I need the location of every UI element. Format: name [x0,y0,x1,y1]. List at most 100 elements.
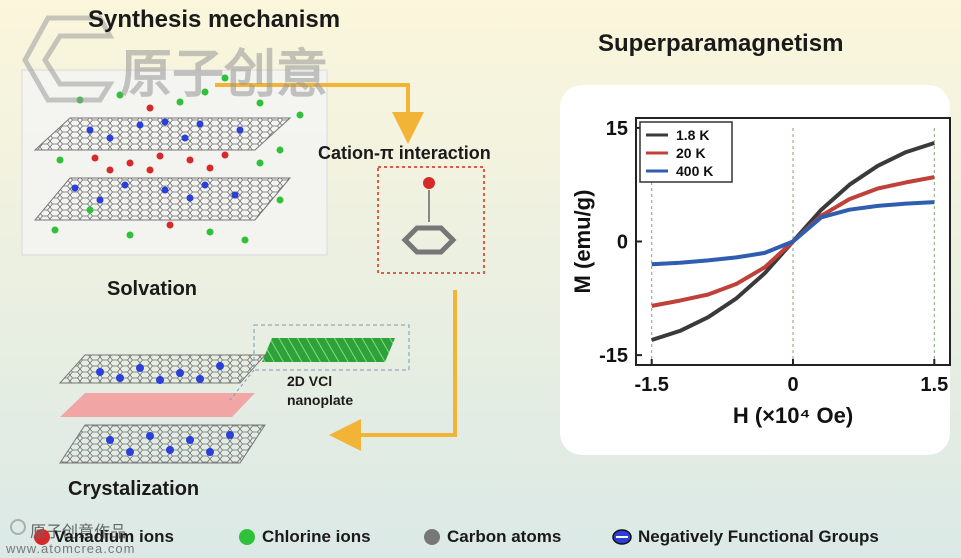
graphene-sheet-top [33,117,292,151]
ion-particle [136,121,144,129]
crystalization-illustration [58,354,267,464]
legend-label-carbon: Carbon atoms [447,527,562,546]
ion-particle [276,146,284,154]
ion-particle [126,159,134,167]
nanoplate-label-line2: nanoplate [287,392,354,408]
functional-group-particle [106,436,114,444]
ion-particle [206,164,214,172]
ion-particle [221,74,229,82]
synthesis-title: Synthesis mechanism [88,6,341,33]
legend-label-chlorine: Chlorine ions [262,527,371,546]
ion-particle [181,134,189,142]
functional-group-particle [166,446,174,454]
ion-particle [121,181,129,189]
ion-particle [276,196,284,204]
ion-particle [126,231,134,239]
ion-particle [176,98,184,106]
vanadium-ion [423,177,435,189]
logo-icon [22,15,115,103]
x-axis-label: H (×10⁴ Oe) [733,403,853,428]
ion-particle [106,166,114,174]
watermark-url: www.atomcrea.com [6,541,136,556]
benzene-ring [401,225,457,255]
functional-group-particle [176,369,184,377]
legend-label-functional-groups: Negatively Functional Groups [638,527,879,546]
legend-icon [34,529,50,545]
functional-group-particle [186,436,194,444]
superparamagnetism-title: Superparamagnetism [598,30,844,57]
ion-particle [241,236,249,244]
functional-group-particle [116,374,124,382]
ion-particle [116,91,124,99]
x-tick-label: 0 [787,374,798,396]
ion-particle [86,126,94,134]
ion-particle [221,151,229,159]
ion-particle [146,166,154,174]
ion-particle [256,99,264,107]
ion-particle [236,126,244,134]
cation-pi-label: Cation-π interaction [318,143,491,163]
legend-label-vanadium: Vanadium ions [54,527,174,546]
functional-group-particle [196,375,204,383]
arrow-to-cation-pi [215,83,424,144]
ion-particle [71,184,79,192]
functional-group-particle [226,431,234,439]
legend-entry: 20 K [676,145,706,161]
watermark-footer-text: 原子创意作品 [30,524,127,541]
legend-entry: 400 K [676,163,713,179]
ion-particle [51,226,59,234]
ion-particle [161,186,169,194]
series-line-400k [651,200,935,267]
ion-particle [196,120,204,128]
x-tick-label: 1.5 [920,374,948,396]
ion-particle [161,118,169,126]
arrow-to-crystalization [329,290,457,451]
graphene-sheet-bottom [33,177,292,221]
ion-particle [186,194,194,202]
legend-icon [424,529,440,545]
y-tick-label: 0 [617,232,628,254]
ion-particle [86,206,94,214]
functional-group-particle [146,432,154,440]
y-tick-label: -15 [599,345,628,367]
legend [34,529,632,545]
ion-particle [146,104,154,112]
ion-particle [201,88,209,96]
ion-particle [296,111,304,119]
legend-entry: 1.8 K [676,127,709,143]
ion-particle [231,191,239,199]
ion-particle [106,134,114,142]
nanoplate-inset [229,324,410,401]
graphene-layer-2 [59,424,266,464]
functional-group-particle [96,368,104,376]
ion-particle [156,152,164,160]
graphene-layer-1 [58,354,267,384]
ion-particle [256,159,264,167]
functional-group-particle [216,362,224,370]
functional-group-particle [206,448,214,456]
legend-icon [239,529,255,545]
functional-group-particle [126,448,134,456]
functional-group-particle [136,364,144,372]
ion-particle [56,156,64,164]
footer-logo-icon [10,519,26,535]
ion-particle [201,181,209,189]
solvation-label: Solvation [107,278,198,300]
ion-particle [186,156,194,164]
ion-particle [91,154,99,162]
ion-particle [166,221,174,229]
y-tick-label: 15 [606,118,628,140]
nanoplate-label-line1: 2D VCl [287,373,333,389]
ion-particle [96,196,104,204]
functional-group-particle [156,376,164,384]
process-arrows [215,83,457,451]
y-axis-label: M (emu/g) [570,190,595,294]
vcl-layer [60,393,255,417]
crystalization-label: Crystalization [68,478,200,500]
cation-pi-illustration [377,166,485,274]
chart-panel [560,85,950,455]
watermark-logo-text: 原子创意 [120,46,329,104]
chart-legend: 1.8 K 20 K 400 K [639,121,733,183]
